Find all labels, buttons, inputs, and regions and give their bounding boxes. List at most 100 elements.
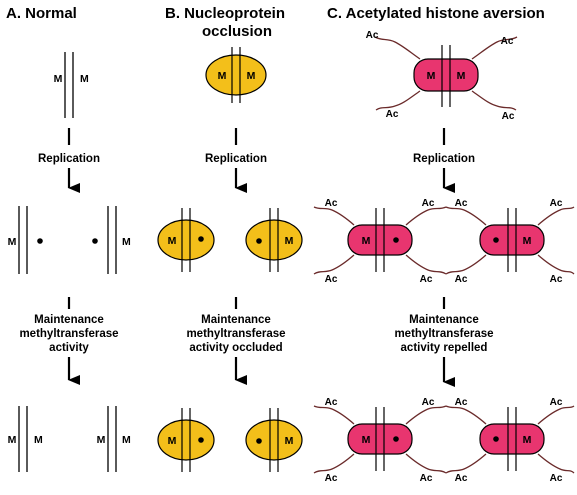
maintenance-label-2: methyltransferase (186, 328, 285, 340)
hemimethyl-dot (37, 238, 43, 244)
acetyl-label: Ac (501, 36, 514, 47)
acetyl-tail (445, 453, 487, 474)
methyl-mark: M (362, 434, 371, 446)
maintenance-label-1: Maintenance (34, 314, 104, 326)
methyl-mark: M (427, 70, 436, 82)
acetyl-label: Ac (420, 274, 433, 285)
methyl-mark: M (218, 70, 227, 82)
acetyl-tail (537, 405, 575, 425)
methyl-mark: M (8, 236, 17, 248)
acetyl-tail (537, 254, 575, 275)
histone-octamer (479, 423, 545, 455)
acetyl-tail (471, 90, 517, 111)
acetyl-label: Ac (420, 473, 433, 484)
acetyl-label: Ac (455, 473, 468, 484)
acetyl-label: Ac (502, 111, 515, 122)
histone-final-right: M Ac Ac Ac Ac (445, 397, 575, 484)
acetyl-tail (313, 206, 355, 226)
acetyl-label: Ac (455, 274, 468, 285)
acetyl-tail (375, 90, 421, 111)
methyl-mark: M (80, 73, 89, 85)
histone-daughter-right: M Ac Ac Ac Ac (445, 198, 575, 285)
nucleoprotein-daughter-right: M (245, 208, 303, 272)
acetyl-label: Ac (550, 473, 563, 484)
hemimethyl-dot (198, 236, 204, 242)
column-normal: M M Replication M M Maintenance methyltr… (8, 52, 131, 472)
hemimethyl-dot (393, 237, 399, 243)
methyl-mark: M (457, 70, 466, 82)
methyl-mark: M (54, 73, 63, 85)
acetyl-tail (313, 405, 355, 425)
maintenance-label-3: activity occluded (189, 342, 282, 354)
hemimethyl-dot (493, 237, 499, 243)
methyl-mark: M (168, 435, 177, 447)
normal-dna-daughter-right: M (92, 206, 131, 274)
header-occlusion: occlusion (202, 23, 272, 40)
hemimethyl-dot (493, 436, 499, 442)
hemimethyl-dot (256, 238, 262, 244)
normal-dna-final-right: M M (97, 406, 131, 472)
nucleoprotein-top: M M (205, 47, 267, 103)
maintenance-label-2: methyltransferase (19, 328, 118, 340)
nucleoprotein-final-left: M (157, 408, 215, 472)
hemimethyl-dot (256, 438, 262, 444)
acetyl-tail (405, 254, 447, 275)
acetyl-tail (313, 254, 355, 275)
methyl-mark: M (523, 235, 532, 247)
methyl-mark: M (285, 435, 294, 447)
acetyl-label: Ac (455, 198, 468, 209)
histone-octamer (347, 423, 413, 455)
acetyl-label: Ac (550, 397, 563, 408)
methyl-mark: M (8, 434, 17, 446)
histone-final-left: M Ac Ac Ac Ac (313, 397, 447, 484)
acetyl-tail (445, 405, 487, 425)
acetyl-tail (445, 206, 487, 226)
acetyl-tail (313, 453, 355, 474)
header-normal: A. Normal (6, 5, 77, 22)
acetyl-label: Ac (325, 274, 338, 285)
hemimethyl-dot (198, 437, 204, 443)
normal-dna-top: M M (54, 52, 89, 118)
acetyl-label: Ac (455, 397, 468, 408)
histone-octamer (347, 224, 413, 256)
methyl-mark: M (285, 235, 294, 247)
hemimethyl-dot (393, 436, 399, 442)
acetyl-tail (471, 36, 518, 60)
histone-top: M M Ac Ac Ac Ac (366, 30, 518, 122)
acetyl-tail (405, 405, 447, 425)
column-nucleoprotein: M M Replication M M Maintenance methyltr… (157, 47, 303, 472)
maintenance-label-1: Maintenance (201, 314, 271, 326)
methyl-mark: M (34, 434, 43, 446)
replication-label: Replication (413, 153, 475, 165)
header-nucleoprotein: B. Nucleoprotein (165, 5, 285, 22)
acetyl-tail (537, 453, 575, 474)
methyl-mark: M (362, 235, 371, 247)
normal-dna-daughter-left: M (8, 206, 43, 274)
acetyl-label: Ac (325, 198, 338, 209)
acetyl-tail (405, 206, 447, 226)
histone-daughter-left: M Ac Ac Ac Ac (313, 198, 447, 285)
methyl-mark: M (523, 434, 532, 446)
acetyl-tail (405, 453, 447, 474)
acetyl-label: Ac (550, 274, 563, 285)
acetyl-tail (445, 254, 487, 275)
column-acetylated: M M Ac Ac Ac Ac Replication M Ac Ac Ac A… (313, 30, 575, 484)
acetyl-tail (374, 36, 421, 60)
methyl-mark: M (122, 236, 131, 248)
maintenance-label-2: methyltransferase (394, 328, 493, 340)
header-acetylated: C. Acetylated histone aversion (327, 5, 545, 22)
acetyl-label: Ac (386, 109, 399, 120)
nucleoprotein-complex (205, 54, 267, 96)
normal-dna-final-left: M M (8, 406, 43, 472)
histone-octamer (479, 224, 545, 256)
histone-octamer (413, 58, 479, 92)
acetyl-label: Ac (422, 198, 435, 209)
methyl-mark: M (247, 70, 256, 82)
acetyl-tail (537, 206, 575, 226)
nucleoprotein-daughter-left: M (157, 208, 215, 272)
methyl-mark: M (122, 434, 131, 446)
methyl-mark: M (97, 434, 106, 446)
hemimethyl-dot (92, 238, 98, 244)
acetyl-label: Ac (325, 397, 338, 408)
